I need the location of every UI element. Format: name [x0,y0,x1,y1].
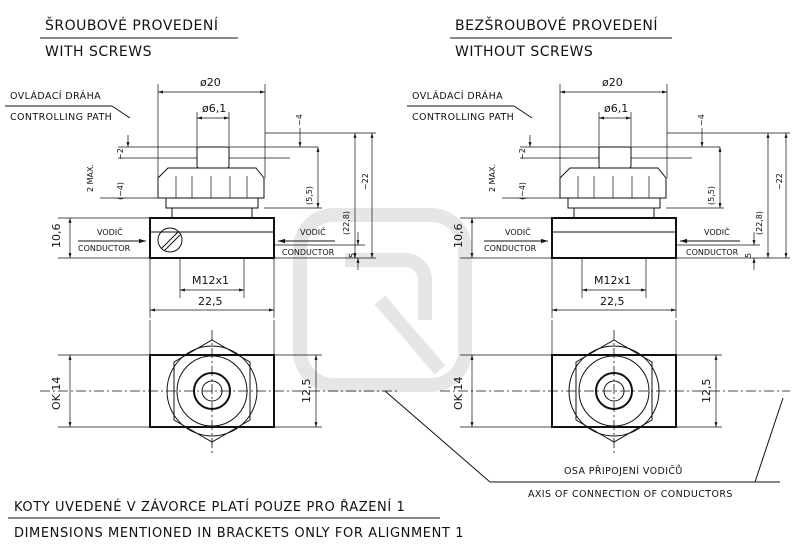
right-conductor-2: CONDUCTOR [686,248,739,257]
right-dim-d225: 22,5 [600,295,625,308]
left-dim-d55: (5,5) [305,186,314,205]
right-vodic-2: VODIČ [704,226,730,237]
right-title-cz: BEZŠROUBOVÉ PROVEDENÍ [455,16,658,34]
left-dim-ok14: OK 14 [50,377,63,410]
left-vodic-1: VODIČ [97,226,123,237]
right-dim-2max: 2 MAX. [488,164,497,192]
right-path-en: CONTROLLING PATH [412,112,514,123]
left-dim-d125: 12,5 [300,379,313,404]
right-dim-d55: (5,5) [707,186,716,205]
note-en: DIMENSIONS MENTIONED IN BRACKETS ONLY FO… [14,526,464,541]
right-conductor-1: CONDUCTOR [484,244,537,253]
right-vodic-1: VODIČ [505,226,531,237]
right-title-en: WITHOUT SCREWS [455,44,593,60]
axis-label-en: AXIS OF CONNECTION OF CONDUCTORS [528,489,733,500]
right-top-view: OK 14 12,5 [440,320,790,455]
left-dim-d5: 5 [348,253,357,258]
right-dim-d20: ø20 [602,76,623,89]
left-dim-d225: 22,5 [198,295,223,308]
left-path-cz: OVLÁDACÍ DRÁHA [10,90,101,102]
left-dim-d106: 10,6 [50,224,63,249]
left-dim-2max: 2 MAX. [86,164,95,192]
right-dim-d22: ~22 [775,173,784,190]
right-dim-d4b: (~4) [518,182,527,200]
right-dim-d106: 10,6 [452,224,465,249]
right-dim-ok14: OK 14 [452,377,465,410]
note-cz: KOTY UVEDENÉ V ZÁVORCE PLATÍ POUZE PRO Ř… [14,499,405,515]
left-dim-d2: ~2 [116,148,125,160]
left-dim-d20: ø20 [200,76,221,89]
axis-label-cz: OSA PŘIPOJENÍ VODIČŮ [564,465,683,477]
left-dim-d4: ~4 [295,114,304,126]
left-title-cz: ŠROUBOVÉ PROVEDENÍ [45,16,218,34]
screw-head [157,227,183,253]
right-dim-d228: (22,8) [755,211,764,235]
watermark-logo [293,208,472,392]
right-dim-m12: M12x1 [594,274,631,287]
left-dim-m12: M12x1 [192,274,229,287]
right-path-cz: OVLÁDACÍ DRÁHA [412,90,503,102]
left-side-view: OVLÁDACÍ DRÁHA CONTROLLING PATH ø20 ø6,1 [5,76,376,318]
right-dim-d61: ø6,1 [604,102,628,115]
right-dim-d4: ~4 [697,114,706,126]
left-dim-d4b: (~4) [116,182,125,200]
left-dim-d22: ~22 [361,173,370,190]
left-dim-d228: (22,8) [342,211,351,235]
right-dim-d5: 5 [744,253,753,258]
right-dim-d125: 12,5 [700,379,713,404]
left-title-en: WITH SCREWS [45,44,152,60]
right-side-view: OVLÁDACÍ DRÁHA CONTROLLING PATH ø20 ø6,1… [407,76,790,318]
left-dim-d61: ø6,1 [202,102,226,115]
right-dim-d2: ~2 [518,148,527,160]
left-path-en: CONTROLLING PATH [10,112,112,123]
left-vodic-2: VODIČ [300,226,326,237]
left-conductor-1: CONDUCTOR [78,244,131,253]
left-top-view: OK 14 12,5 [40,320,400,455]
left-conductor-2: CONDUCTOR [282,248,335,257]
axis-callout: OSA PŘIPOJENÍ VODIČŮ AXIS OF CONNECTION … [384,390,784,500]
